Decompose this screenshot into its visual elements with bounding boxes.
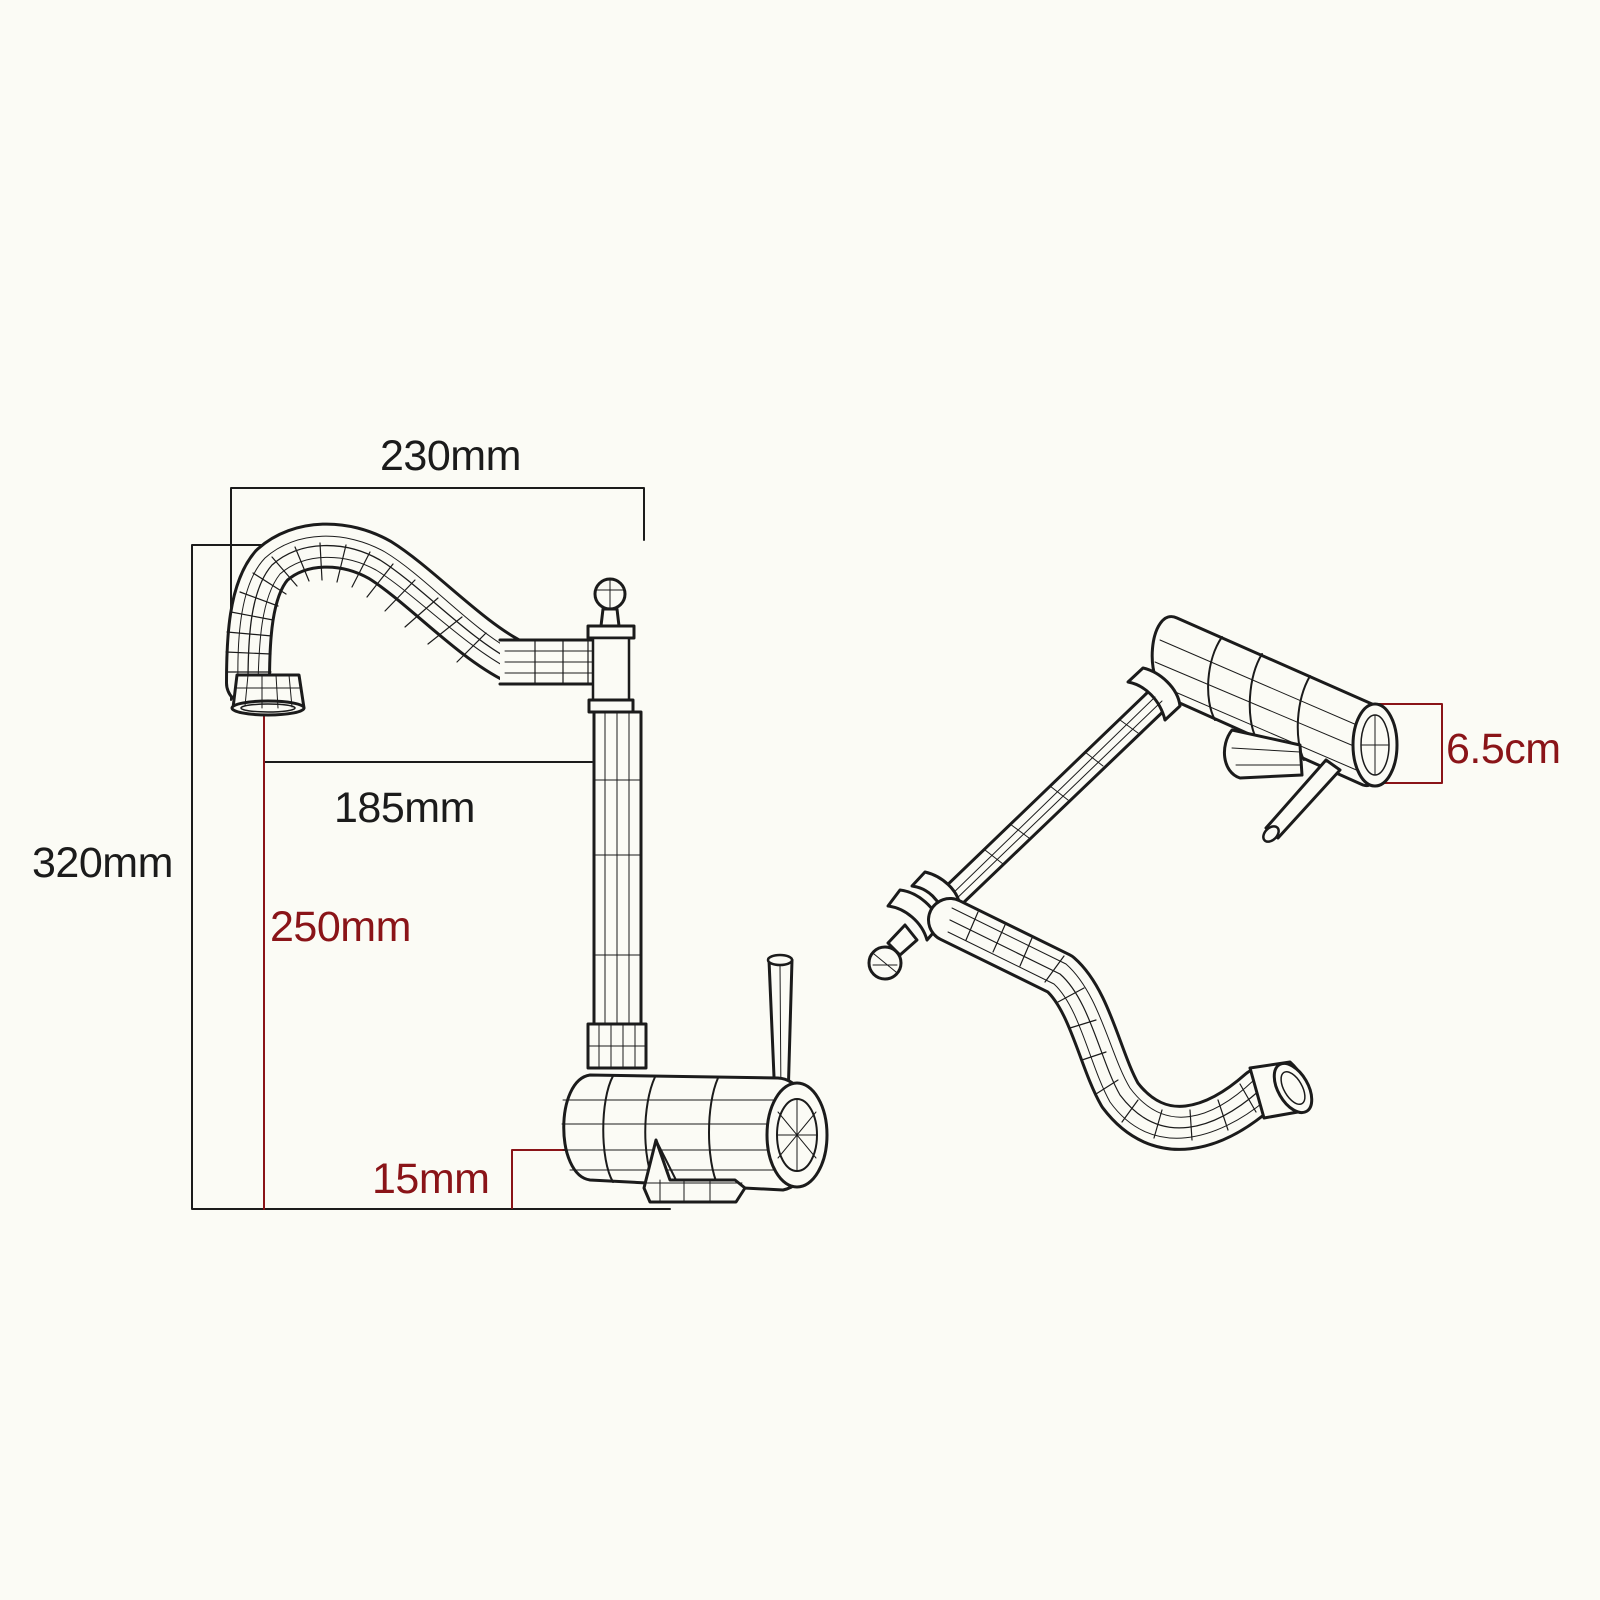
- faucet-top-view: [867, 615, 1399, 1151]
- base-height-label: 15mm: [372, 1155, 490, 1203]
- dimension-line-spout-diameter: [1376, 703, 1443, 784]
- faucet-side-view: [225, 522, 829, 1204]
- spout-diameter-label: 6.5cm: [1446, 725, 1561, 773]
- base-mount: [641, 1138, 747, 1204]
- mixer-body: [561, 1073, 829, 1192]
- dimension-line-base-height: [511, 1149, 569, 1209]
- spout-height-label: 250mm: [270, 903, 411, 951]
- lever-handle: [766, 953, 794, 1102]
- base-top-view: [1222, 728, 1304, 780]
- total-width-label: 230mm: [380, 432, 521, 480]
- column: [586, 577, 648, 1070]
- spout-tip: [230, 673, 306, 717]
- dimension-line-total-width: [230, 487, 645, 701]
- spout-side: [225, 522, 538, 706]
- lever-top-view: [1262, 758, 1342, 843]
- spout-top-view: [927, 897, 1314, 1151]
- total-height-label: 320mm: [32, 839, 173, 887]
- spout-reach-label: 185mm: [334, 784, 475, 832]
